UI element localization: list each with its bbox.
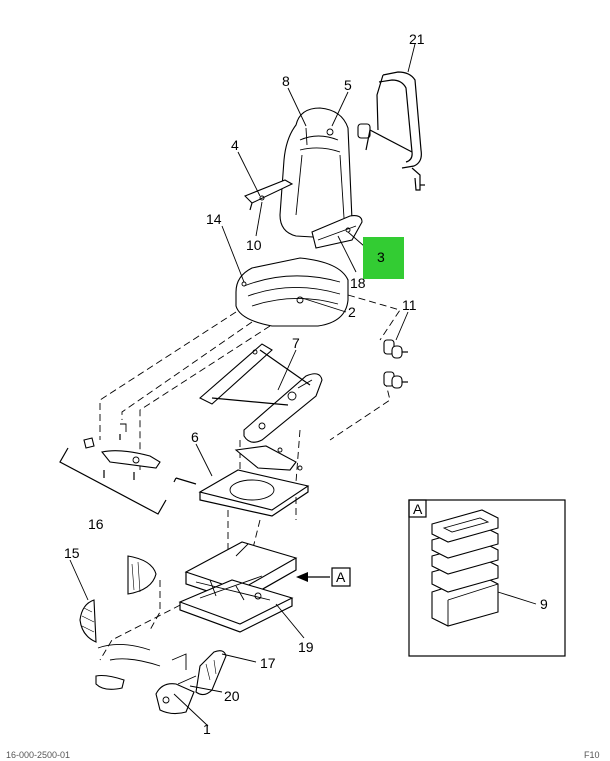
callout-16: 16 (88, 516, 104, 532)
callout-20: 21 (409, 31, 425, 47)
callout-5: 5 (344, 77, 352, 93)
callout-14: 14 (206, 211, 222, 227)
footer-drawing-number: 16-000-2500-01 (6, 750, 70, 760)
detail-a-reference: A (296, 567, 351, 587)
detail-a-arrow-label: A (336, 569, 346, 585)
highlight-box[interactable] (363, 237, 404, 279)
left-arm-bracket-part (244, 179, 294, 211)
spacer-bolts-part (383, 339, 408, 389)
leader-lines (69, 43, 537, 727)
detail-a-box-label: A (413, 501, 423, 517)
callout-2: 2 (348, 304, 356, 320)
callout-7: 7 (292, 335, 300, 351)
footer-page-code: F10 (584, 750, 600, 760)
stacked-pads-part (431, 509, 499, 627)
detail-a-box: A (408, 499, 566, 657)
callout-8: 8 (282, 73, 290, 89)
group-16-bracket (59, 447, 167, 515)
callout-21: 20 (224, 688, 240, 704)
swivel-plate-part (173, 445, 310, 517)
callout-9: 9 (540, 596, 548, 612)
callout-6: 6 (191, 429, 199, 445)
callout-18: 18 (350, 275, 366, 291)
seat-cushion-part (235, 257, 349, 327)
suspension-part (178, 541, 298, 633)
assembly-guide-lines (99, 294, 401, 661)
lower-hardware-part (95, 644, 227, 715)
seat-back-part (279, 107, 353, 239)
armrest-part (357, 71, 425, 191)
callout-15: 15 (64, 545, 80, 561)
callout-1: 1 (203, 721, 211, 737)
callout-19: 19 (298, 639, 314, 655)
slide-rail-part (199, 343, 323, 443)
callout-10: 10 (246, 237, 262, 253)
callout-3[interactable]: 3 (377, 249, 385, 265)
callout-11: 11 (402, 297, 417, 313)
side-cover-part (79, 555, 157, 643)
side-bracket-kit-part (83, 423, 161, 480)
callout-4: 4 (231, 137, 239, 153)
callout-17: 17 (260, 655, 276, 671)
